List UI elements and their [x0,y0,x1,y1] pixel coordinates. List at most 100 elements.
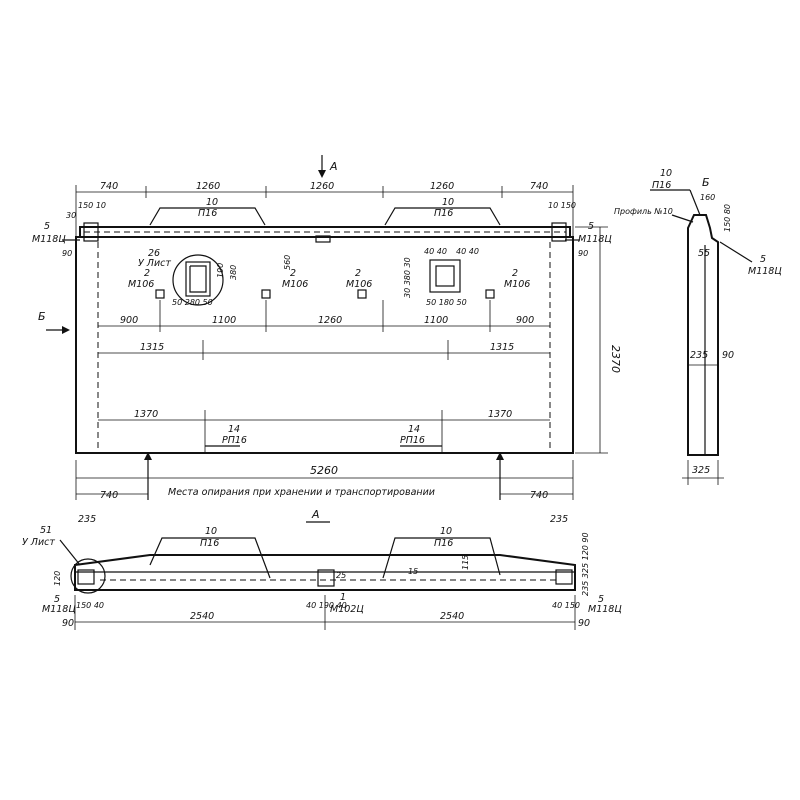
plan-2540-right: 2540 [440,611,464,622]
dim-740-right: 740 [530,181,548,192]
plan-end-r-mark: М118Ц [588,604,622,615]
small-90-right: 90 [578,249,588,258]
right-loop-mark: П16 [434,208,453,219]
side-d150-80: 150 80 [723,204,732,232]
plan-d25: 25 [336,571,346,580]
overall-5260: 5260 [310,464,338,477]
sheet-count: 26 [148,248,160,259]
small-10-150: 10 150 [548,201,576,210]
plan-d90-right: 90 [578,618,590,629]
small-30-380-30: 30 380 30 [403,257,412,298]
m106-embed-1 [155,289,165,299]
m106-mark-4: М106 [504,279,530,290]
front-view: А 740 1260 1260 1260 740 10 П16 10 П16 1… [32,155,622,501]
small-560: 560 [283,255,292,270]
sheet-mark: У Лист [138,258,171,269]
side-d235: 235 [690,350,708,361]
dim-1260-2: 1260 [310,181,334,192]
right-end-count: 5 [588,221,594,232]
right-end-embed [551,222,567,242]
plan-view: А 235 235 10 П16 10 П16 51 У Лист 120 11… [22,508,622,630]
rp-mark-right: РП16 [400,435,425,446]
section-a-arrow-head [318,170,326,178]
plan-sheet-count: 51 [40,525,52,536]
plan-d15: 15 [408,567,418,576]
small-50-280-50: 50 280 50 [172,298,213,307]
dim-1370-left: 1370 [134,409,158,420]
right-opening [429,259,461,293]
side-d160: 160 [700,193,715,202]
m106-embed-2 [261,289,271,299]
plan-center-count: 1 [340,592,346,603]
plan-d40-150: 40 150 [552,601,580,610]
m106-mark-1: М106 [128,279,154,290]
view-a-title: А [311,508,320,521]
right-end-mark: М118Ц [578,234,612,245]
small-380: 380 [229,265,238,280]
side-top-count: 10 [660,168,672,179]
m106-mark-3: М106 [346,279,372,290]
plan-body [74,554,576,591]
dim-900-right: 900 [516,315,534,326]
small-150-10: 150 10 [78,201,106,210]
right-loop-leader [384,207,501,226]
plan-235-right: 235 [550,514,568,525]
dim-740-left: 740 [100,181,118,192]
plan-235-left: 235 [78,514,96,525]
small-30: 30 [66,211,76,220]
dim-1315-left: 1315 [140,342,164,353]
m106-embed-4 [485,289,495,299]
m106-count-2: 2 [290,268,296,279]
plan-center-mark: М102Ц [330,604,364,615]
plan-left-embed [77,569,95,585]
left-loop-leader [149,207,266,226]
m106-count-3: 2 [355,268,361,279]
side-d55: 55 [698,248,710,259]
dim-1370-right: 1370 [488,409,512,420]
left-loop-count: 10 [206,197,218,208]
m106-count-4: 2 [512,268,518,279]
plan-end-r-count: 5 [598,594,604,605]
dim-1315-right: 1315 [490,342,514,353]
plan-d120: 120 [53,571,62,586]
side-profile: Профиль №10 [614,207,673,216]
left-end-embed [83,222,99,242]
side-view: 10 П16 Б 160 Профиль №10 150 80 55 5 М11… [614,168,782,485]
rp-count-left: 14 [228,424,240,435]
left-end-mark: М118Ц [32,234,66,245]
plan-right-stack: 235 325 120 90 [581,532,590,596]
plan-loop-r-count: 10 [440,526,452,537]
plan-loop-l-count: 10 [205,526,217,537]
small-50-180-50: 50 180 50 [426,298,467,307]
side-end-mark: М118Ц [748,266,782,277]
plan-left-loop-leader [149,537,271,579]
plan-end-l-mark: М118Ц [42,604,76,615]
rp-count-right: 14 [408,424,420,435]
support-note: Места опирания при хранении и транспорти… [168,487,435,498]
plan-right-embed [555,569,573,585]
plan-d150-40: 150 40 [76,601,104,610]
plan-right-loop-leader [382,537,501,579]
dim-1260-1: 1260 [196,181,220,192]
side-end-count: 5 [760,254,766,265]
plan-loop-r-mark: П16 [434,538,453,549]
plan-2540-left: 2540 [190,611,214,622]
dim-740-bottom-right: 740 [530,490,548,501]
side-d325: 325 [692,465,710,476]
right-loop-count: 10 [442,197,454,208]
dim-740-bottom-left: 740 [100,490,118,501]
left-loop-mark: П16 [198,208,217,219]
plan-detail-circle [70,558,106,594]
rp-mark-left: РП16 [222,435,247,446]
section-b-marker: Б [38,310,46,323]
side-top-mark: П16 [652,180,671,191]
dim-900-left: 900 [120,315,138,326]
detail-circle [172,254,224,306]
small-190: 190 [216,263,225,278]
plan-d40-190-40: 40 190 40 [306,601,347,610]
side-profile-shape [687,214,719,456]
m106-embed-3 [357,289,367,299]
m106-mark-2: М106 [282,279,308,290]
small-90-left: 90 [62,249,72,258]
